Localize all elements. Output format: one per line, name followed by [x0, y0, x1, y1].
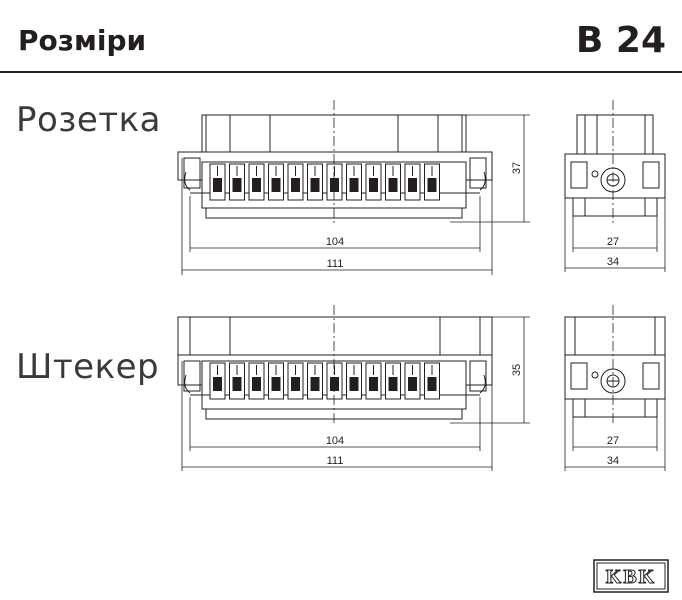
socket-dim-111: 111: [327, 258, 344, 270]
socket-side-view: 27 34: [564, 100, 666, 272]
socket-contact: [365, 163, 382, 201]
socket-contact: [424, 163, 440, 201]
plug-contact: [365, 362, 382, 400]
socket-contact-row: [209, 163, 440, 201]
plug-contact: [385, 362, 401, 400]
plug-side-dim-27: 27: [607, 435, 619, 447]
plug-dim-35: 35: [511, 364, 523, 376]
plug-contact: [209, 362, 226, 400]
plug-contact: [268, 362, 284, 400]
product-code: B 24: [575, 20, 666, 61]
socket-side-dim-34: 34: [607, 256, 619, 268]
plug-contact: [346, 362, 362, 400]
socket-side-dim-27: 27: [607, 236, 619, 248]
plug-dim-111: 111: [327, 455, 344, 467]
socket-contact: [248, 163, 265, 201]
page-title: Розміри: [18, 24, 147, 57]
socket-front-view: 104 111 37: [177, 100, 530, 275]
plug-contact: [307, 362, 323, 400]
plug-side-dim-34: 34: [607, 455, 619, 467]
socket-label: Розетка: [16, 100, 161, 140]
header-divider: [0, 71, 682, 73]
kbk-logo: KBK: [593, 559, 669, 593]
socket-dim-104: 104: [326, 236, 344, 248]
plug-contact-row: [209, 362, 440, 400]
socket-contact: [307, 163, 323, 201]
plug-label: Штекер: [16, 347, 160, 387]
socket-contact: [229, 163, 245, 201]
plug-contact: [326, 362, 343, 400]
plug-contact: [404, 362, 421, 400]
socket-contact: [346, 163, 362, 201]
socket-contact: [385, 163, 401, 201]
plug-front-view: 104 111 35: [177, 305, 530, 471]
plug-contact: [248, 362, 265, 400]
socket-contact: [268, 163, 284, 201]
plug-contact: [229, 362, 245, 400]
socket-contact: [209, 163, 226, 201]
socket-dim-37: 37: [511, 162, 523, 174]
plug-contact: [287, 362, 304, 400]
plug-contact: [424, 362, 440, 400]
plug-dim-104: 104: [326, 435, 344, 447]
socket-contact: [326, 163, 343, 201]
plug-side-view: 27 34: [564, 305, 666, 471]
logo-text: KBK: [606, 566, 656, 588]
socket-contact: [287, 163, 304, 201]
socket-contact: [404, 163, 421, 201]
